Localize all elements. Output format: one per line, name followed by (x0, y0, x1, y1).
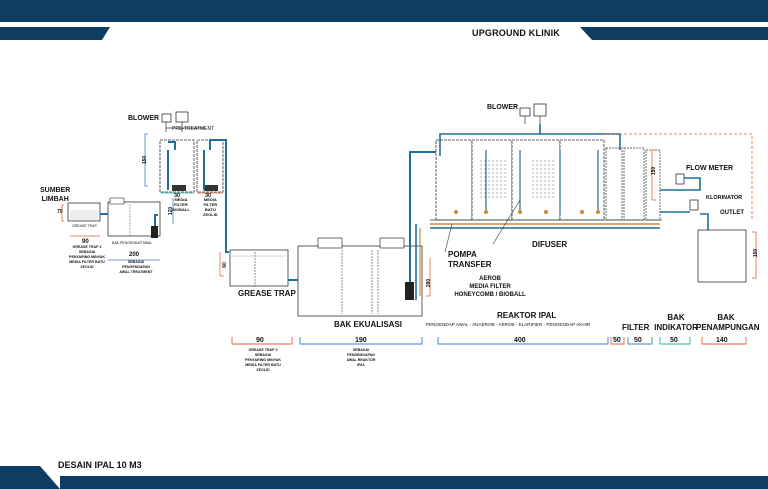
dim-120: 120 (168, 206, 175, 216)
pre-treatment-tanks (159, 139, 224, 193)
legend-90-value: 90 (256, 337, 264, 344)
equalization-tank (297, 237, 423, 317)
label-bak-pengendap-small: BAK PENGENDAP AWAL (112, 241, 153, 245)
diffusers (454, 210, 600, 214)
legend-50b-value: 50 (634, 337, 642, 344)
dim-eq-height (426, 258, 431, 297)
label-blower-right: BLOWER (487, 104, 519, 111)
legend-190-value: 190 (355, 337, 367, 344)
footer-title: DESAIN IPAL 10 M3 (58, 460, 142, 470)
footer-band (0, 466, 768, 489)
label-flow-meter: FLOW METER (686, 165, 734, 172)
dim-30b: 30 (205, 193, 212, 199)
legend-indikator-title: BAK INDIKATOR (654, 313, 698, 332)
dim-150-pre: 150 (142, 155, 149, 165)
label-bak-ekualisasi: BAK EKUALISASI (334, 320, 403, 329)
dim-grease-trap (219, 252, 224, 277)
reactor-tanks (430, 139, 662, 221)
legend-filter-title: FILTER (622, 323, 650, 332)
pump-transfer (405, 282, 414, 300)
label-pre-treatment: PRE-TREATMENT (172, 126, 215, 132)
header-title: UPGROUND KLINIK (472, 28, 560, 38)
storage-tank (697, 229, 747, 283)
note-small-bp: SEBAGAI PENGENDAPAN AWAL TREATMENT (119, 260, 153, 274)
label-grease-trap-small: GREASE TRAP (72, 224, 97, 228)
dim-30a: 30 (174, 193, 181, 199)
blower-left-unit (161, 111, 205, 132)
legend-50c-value: 50 (670, 337, 678, 344)
dim-280: 280 (426, 278, 433, 288)
dim-150-pen: 150 (753, 248, 760, 258)
dim-storage (752, 231, 757, 279)
note-small-gt: GREASE TRAP 2 SEBAGAI PENYARING MINYAK M… (69, 245, 105, 269)
dim-150-right (651, 149, 656, 201)
klorinator-device (689, 199, 699, 211)
top-bar (0, 0, 768, 22)
grease-trap-tank (229, 249, 289, 287)
flow-meter-device (675, 173, 685, 185)
legend-90-note: GREASE TRAP 2 SEBAGAI PENYARING MINYAK M… (245, 348, 281, 372)
label-pompa-transfer: POMPA TRANSFER (448, 250, 492, 269)
label-blower-left: BLOWER (128, 115, 160, 122)
label-difuser: DIFUSER (532, 240, 568, 249)
dim-70: 70 (57, 209, 63, 215)
legend-140-value: 140 (716, 337, 728, 344)
legend-190-note: SEBAGAI PENDENGAPAN AWAL REAKTOR IPAL (346, 348, 376, 367)
legend-400-value: 400 (514, 337, 526, 344)
legend-50a-value: 50 (613, 337, 621, 344)
label-outlet: OUTLET (720, 210, 744, 216)
label-grease-trap: GREASE TRAP (238, 289, 296, 298)
dim-90-small: 90 (82, 239, 89, 245)
leader-lines (444, 199, 521, 253)
dims-left (61, 133, 223, 261)
blower-right-unit (519, 103, 547, 124)
legend-reaktor-subtitle: PENGENDAP AWAL - ANAEROB - AEROB - KLARI… (426, 322, 591, 327)
label-sumber-limbah: SUMBER LIMBAH (40, 187, 71, 203)
label-media-filter-bioball: MEDIA FILTER BIOBALL (172, 197, 190, 212)
legend-bars (231, 337, 747, 345)
label-media-filter-batu: MEDIA FILTER BATU ZEOLID (203, 197, 218, 217)
legend-reaktor-title: REAKTOR IPAL (497, 311, 557, 320)
label-klorinator: KLORINATOR (706, 195, 743, 201)
dim-200-small: 200 (129, 252, 140, 258)
dim-60: 60 (221, 262, 228, 268)
legend-penampungan-title: BAK PENAMPUNGAN (696, 313, 760, 332)
dim-150-right: 150 (651, 166, 658, 176)
pipes-left (100, 139, 229, 253)
pump-small (151, 226, 158, 238)
label-aerob-media: AEROB MEDIA FILTER HONEYCOMB / BIOBALL (454, 276, 526, 298)
header-band (0, 27, 768, 40)
dim-top-right (604, 133, 753, 220)
small-grease-trap (67, 202, 101, 222)
